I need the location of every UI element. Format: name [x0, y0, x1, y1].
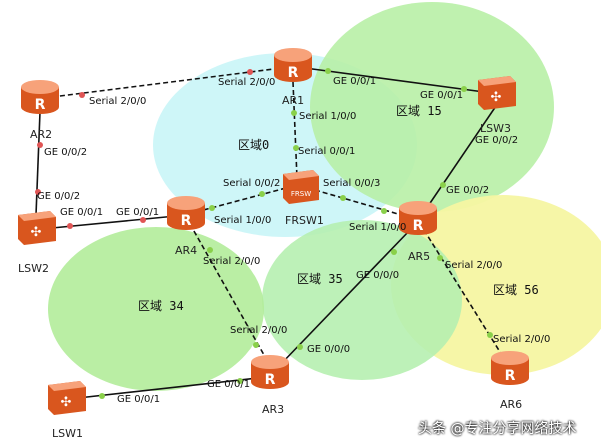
frsw-icon-text: FRSW	[291, 190, 311, 198]
iface-ar2-s200: Serial 2/0/0	[89, 96, 147, 107]
svg-text:✣: ✣	[491, 90, 502, 105]
switch-lsw2-icon: ✣	[18, 211, 56, 245]
port-dot	[209, 205, 215, 211]
link-ar5-ar6	[423, 229, 506, 361]
link-ar1-lsw3	[304, 67, 485, 93]
device-label-lsw3: LSW3	[480, 122, 511, 135]
iface-ar5-s100: Serial 1/0/0	[349, 222, 407, 233]
port-dot	[391, 249, 397, 255]
port-dot	[297, 344, 303, 350]
device-label-ar3: AR3	[262, 403, 285, 416]
device-label-ar1: AR1	[282, 94, 305, 107]
svg-text:R: R	[413, 218, 424, 234]
iface-lsw3-ge001: GE 0/0/1	[420, 90, 464, 101]
iface-ar4-ge001: GE 0/0/1	[116, 207, 160, 218]
port-dot	[79, 92, 85, 98]
port-dot	[247, 69, 253, 75]
switch-lsw3-icon: ✣	[478, 76, 516, 110]
port-dot	[461, 86, 467, 92]
device-label-ar5: AR5	[408, 250, 431, 263]
link-ar2-ar1-serial	[51, 67, 283, 98]
link-lsw3-ar5	[423, 105, 497, 213]
iface-ar1-s100: Serial 1/0/0	[299, 111, 357, 122]
svg-text:R: R	[35, 97, 46, 113]
interface-dots	[35, 68, 493, 399]
port-dot	[237, 378, 243, 384]
device-label-ar2: AR2	[30, 128, 53, 141]
port-dot	[37, 142, 43, 148]
svg-text:R: R	[181, 213, 192, 229]
port-dot	[291, 110, 297, 116]
device-label-lsw2: LSW2	[18, 262, 49, 275]
iface-ar3-ge000: GE 0/0/0	[307, 344, 351, 355]
area-0-label: 区域0	[238, 138, 270, 152]
area-15-label: 区域 15	[396, 104, 442, 118]
port-dot	[381, 208, 387, 214]
port-dot	[293, 145, 299, 151]
iface-ar1-s200: Serial 2/0/0	[218, 77, 276, 88]
router-ar4-icon: R	[167, 196, 205, 230]
iface-fr-s001: Serial 0/0/1	[298, 146, 356, 157]
iface-ar3-s200: Serial 2/0/0	[230, 325, 288, 336]
port-dot	[99, 393, 105, 399]
port-dot	[35, 189, 41, 195]
port-dot	[207, 247, 213, 253]
port-dot	[140, 217, 146, 223]
iface-ar2-ge002: GE 0/0/2	[44, 147, 88, 158]
port-dot	[325, 68, 331, 74]
link-ar4-ar3	[189, 223, 269, 363]
router-ar6-icon: R	[491, 351, 529, 385]
switch-lsw1-icon: ✣	[48, 381, 86, 415]
area-56-label: 区域 56	[493, 283, 539, 297]
router-ar5-icon: R	[399, 201, 437, 235]
svg-text:R: R	[265, 372, 276, 388]
iface-ar5-s200: Serial 2/0/0	[445, 260, 503, 271]
svg-text:R: R	[505, 368, 516, 384]
link-ar2-lsw2	[35, 111, 41, 216]
iface-ar5-ge000: GE 0/0/0	[356, 270, 400, 281]
area-15-region	[310, 2, 554, 212]
iface-ar3-ge001: GE 0/0/1	[207, 379, 251, 390]
iface-lsw2-ge002: GE 0/0/2	[37, 191, 81, 202]
iface-ar1-ge001: GE 0/0/1	[333, 76, 377, 87]
device-label-lsw1: LSW1	[52, 427, 83, 440]
iface-ar5-ge002: GE 0/0/2	[446, 185, 490, 196]
router-ar1-icon: R	[274, 48, 312, 82]
iface-fr-s002: Serial 0/0/2	[223, 178, 281, 189]
port-dot	[340, 195, 346, 201]
port-dot	[440, 182, 446, 188]
port-dot	[437, 255, 443, 261]
iface-lsw2-ge001: GE 0/0/1	[60, 207, 104, 218]
router-ar2-icon: R	[21, 80, 59, 114]
link-ar1-frsw	[292, 81, 298, 179]
svg-text:R: R	[288, 65, 299, 81]
link-ar3-lsw1	[77, 377, 259, 399]
link-ar5-ar3	[279, 229, 411, 366]
device-label-ar4: AR4	[175, 244, 198, 257]
port-dot	[487, 332, 493, 338]
router-ar3-icon: R	[251, 355, 289, 389]
svg-text:✣: ✣	[31, 225, 42, 240]
iface-ar4-s100: Serial 1/0/0	[214, 215, 272, 226]
area-34-label: 区域 34	[138, 299, 184, 313]
port-dot	[259, 191, 265, 197]
iface-fr-s003: Serial 0/0/3	[323, 178, 381, 189]
watermark-text: 头条 @专注分享网络技术	[418, 421, 577, 437]
area-35-region	[262, 220, 462, 380]
frame-relay-switch-icon: FRSW	[283, 170, 319, 204]
port-dot	[253, 342, 259, 348]
iface-ar6-s200: Serial 2/0/0	[493, 334, 551, 345]
area-35-label: 区域 35	[297, 272, 343, 286]
iface-ar4-s200: Serial 2/0/0	[203, 256, 261, 267]
device-label-ar6: AR6	[500, 398, 523, 411]
device-label-frsw1: FRSW1	[285, 214, 324, 227]
port-dot	[67, 223, 73, 229]
iface-lsw1-ge001: GE 0/0/1	[117, 394, 161, 405]
area-34-region	[48, 227, 264, 391]
iface-lsw3-ge002: GE 0/0/2	[475, 135, 519, 146]
links	[35, 67, 506, 399]
svg-text:✣: ✣	[61, 395, 72, 410]
